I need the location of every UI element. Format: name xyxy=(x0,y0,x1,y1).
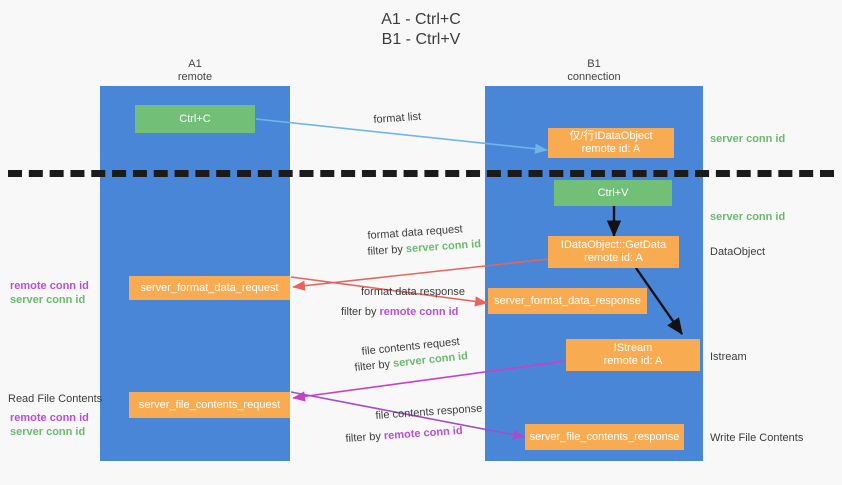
filter-prefix: filter by xyxy=(341,306,377,318)
box-getdata-title: IDataObject::GetData xyxy=(560,239,667,251)
filter-value-remote-conn-id: remote conn id xyxy=(379,306,459,318)
phase-divider xyxy=(8,170,834,177)
lane-header-a1: A1 remote xyxy=(100,58,290,84)
box-server-file-contents-request[interactable]: server_file_contents_request xyxy=(129,392,290,418)
lane-a1-name: A1 xyxy=(188,58,202,70)
left-remote-conn-id-1: remote conn id xyxy=(10,280,89,292)
box-ctrl-v-label: Ctrl+V xyxy=(597,186,629,199)
left-server-conn-id-1: server conn id xyxy=(10,294,86,306)
label-format-data-response-filter: filter by remote conn id xyxy=(341,305,458,319)
right-server-conn-id-mid: server conn id xyxy=(710,211,786,223)
lane-b1-subtitle: connection xyxy=(567,71,621,83)
box-server-format-data-response-label: server_format_data_response xyxy=(494,294,641,307)
box-istream-subtitle: remote id: A xyxy=(603,355,663,367)
left-remote-conn-id-2: remote conn id xyxy=(10,412,89,424)
left-annotation-conn-ids-2: remote conn id server conn id xyxy=(10,411,89,439)
label-file-contents-response: file contents response xyxy=(375,402,483,422)
lane-header-b1: B1 connection xyxy=(485,58,703,84)
label-file-contents-response-filter: filter by remote conn id xyxy=(345,424,463,446)
box-ctrl-c[interactable]: Ctrl+C xyxy=(135,105,255,133)
box-idataobject-subtitle: remote id: A xyxy=(581,143,641,155)
filter-prefix: filter by xyxy=(367,243,404,258)
left-annotation-conn-ids-1: remote conn id server conn id xyxy=(10,279,89,307)
box-server-file-contents-response[interactable]: server_file_contents_response xyxy=(525,424,684,450)
filter-prefix: filter by xyxy=(354,358,391,374)
diagram-title: A1 - Ctrl+C B1 - Ctrl+V xyxy=(0,10,842,50)
right-server-conn-id-top: server conn id xyxy=(710,133,786,145)
right-dataobject: DataObject xyxy=(710,246,766,258)
box-server-format-data-request-label: server_format_data_request xyxy=(140,281,279,294)
box-getdata-subtitle: remote id: A xyxy=(584,252,643,264)
lane-b1-name: B1 xyxy=(587,58,601,70)
right-istream: Istream xyxy=(710,351,747,363)
box-istream[interactable]: IStream remote id: A xyxy=(566,339,700,371)
box-idataobject-title: 仅/行IDataObject xyxy=(569,130,653,142)
filter-prefix: filter by xyxy=(345,430,382,445)
filter-value-remote-conn-id: remote conn id xyxy=(383,424,463,443)
label-format-data-response: format data response xyxy=(361,286,465,298)
box-idataobject[interactable]: 仅/行IDataObject remote id: A xyxy=(548,128,674,158)
title-line-1: A1 - Ctrl+C xyxy=(381,11,461,28)
title-line-2: B1 - Ctrl+V xyxy=(381,31,461,48)
box-server-file-contents-response-label: server_file_contents_response xyxy=(529,430,680,443)
box-istream-title: IStream xyxy=(613,342,653,354)
box-server-file-contents-request-label: server_file_contents_request xyxy=(138,398,281,411)
filter-value-server-conn-id: server conn id xyxy=(405,238,482,256)
right-write-file-contents: Write File Contents xyxy=(710,432,804,444)
box-ctrl-v[interactable]: Ctrl+V xyxy=(554,180,672,206)
box-ctrl-c-label: Ctrl+C xyxy=(179,112,211,125)
label-format-list: format list xyxy=(373,110,422,126)
lane-a1-subtitle: remote xyxy=(177,71,213,83)
box-idataobject-getdata[interactable]: IDataObject::GetData remote id: A xyxy=(548,236,679,268)
left-read-file-contents: Read File Contents xyxy=(8,393,103,405)
box-server-format-data-request[interactable]: server_format_data_request xyxy=(129,276,290,300)
box-server-format-data-response[interactable]: server_format_data_response xyxy=(488,288,647,314)
left-server-conn-id-2: server conn id xyxy=(10,426,86,438)
